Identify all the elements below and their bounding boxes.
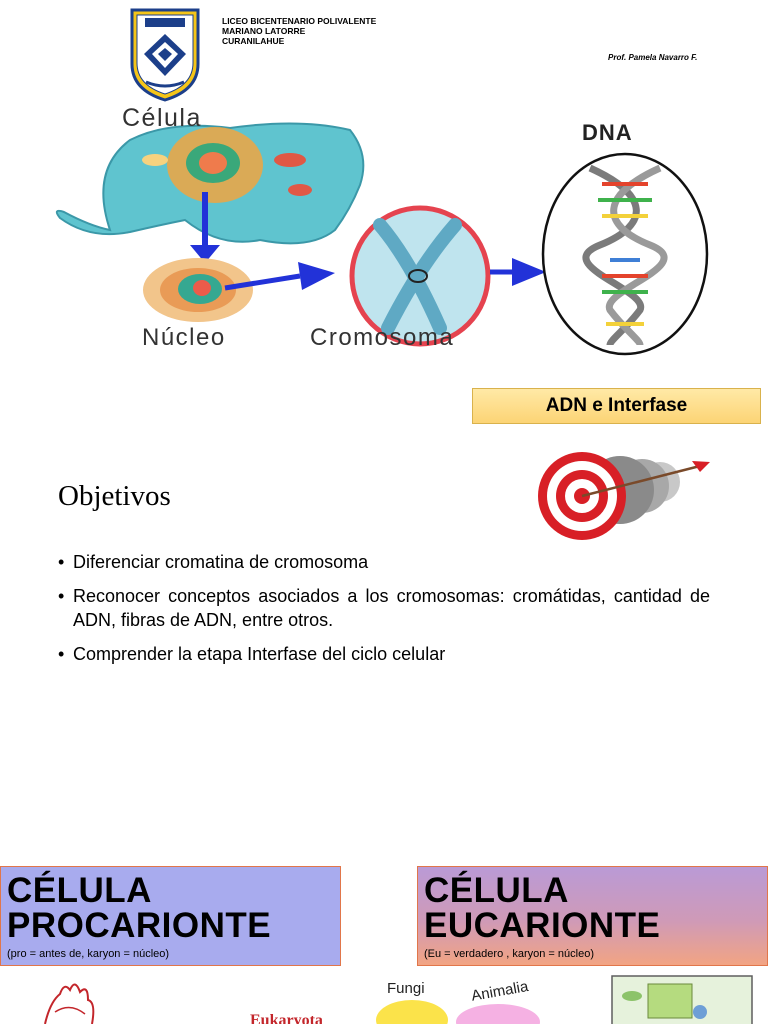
school-crest-logo: [130, 8, 200, 102]
diagram-label-dna: DNA: [582, 120, 633, 145]
prokaryote-title-line-1: CÉLULA: [7, 871, 152, 910]
teacher-name: Prof. Pamela Navarro F.: [608, 53, 698, 62]
prokaryote-title-line-2: PROCARIONTE: [7, 906, 272, 945]
objective-item: • Comprender la etapa Interfase del cicl…: [58, 642, 710, 666]
objective-text: Reconocer conceptos asociados a los crom…: [73, 586, 710, 630]
objectives-title: Objetivos: [58, 480, 171, 512]
cell-to-dna-diagram: Célula Núcleo Cromosoma DNA: [50, 100, 720, 365]
school-name: LICEO BICENTENARIO POLIVALENTE MARIANO L…: [222, 16, 376, 46]
diagram-illustration: [55, 122, 709, 356]
eukaryote-title-line-1: CÉLULA: [424, 871, 569, 910]
eukaryote-etymology: (Eu = verdadero , karyon = núcleo): [424, 948, 594, 960]
school-name-line-3: CURANILAHUE: [222, 36, 285, 46]
school-name-line-2: MARIANO LATORRE: [222, 26, 306, 36]
objective-text: Comprender la etapa Interfase del ciclo …: [73, 644, 446, 664]
diagram-label-chromosome: Cromosoma: [310, 324, 455, 351]
eukaryote-heading-box: CÉLULA EUCARIONTE (Eu = verdadero , kary…: [417, 866, 768, 966]
label-eukaryota: Eukaryota: [250, 1012, 323, 1024]
target-arrow-image: [522, 446, 712, 542]
diagram-label-nucleus: Núcleo: [142, 324, 226, 351]
objectives-list: • Diferenciar cromatina de cromosoma • R…: [58, 550, 710, 676]
label-fungi: Fungi: [387, 980, 425, 997]
diagram-label-cell: Célula: [122, 104, 202, 132]
bullet-dot-icon: •: [58, 552, 65, 572]
bullet-dot-icon: •: [58, 586, 65, 606]
school-name-line-1: LICEO BICENTENARIO POLIVALENTE: [222, 16, 377, 26]
bottom-illustrations-art: [44, 975, 753, 1024]
objective-item: • Diferenciar cromatina de cromosoma: [58, 550, 710, 574]
prokaryote-heading-box: CÉLULA PROCARIONTE (pro = antes de, kary…: [0, 866, 341, 966]
objective-item: • Reconocer conceptos asociados a los cr…: [58, 584, 710, 632]
prokaryote-etymology: (pro = antes de, karyon = núcleo): [7, 948, 170, 960]
objective-text: Diferenciar cromatina de cromosoma: [73, 552, 369, 572]
topic-badge: ADN e Interfase: [472, 388, 761, 424]
bullet-dot-icon: •: [58, 644, 65, 664]
eukaryote-title-line-2: EUCARIONTE: [424, 906, 661, 945]
bottom-illustrations: Eukaryota Fungi Animalia: [0, 972, 768, 1024]
